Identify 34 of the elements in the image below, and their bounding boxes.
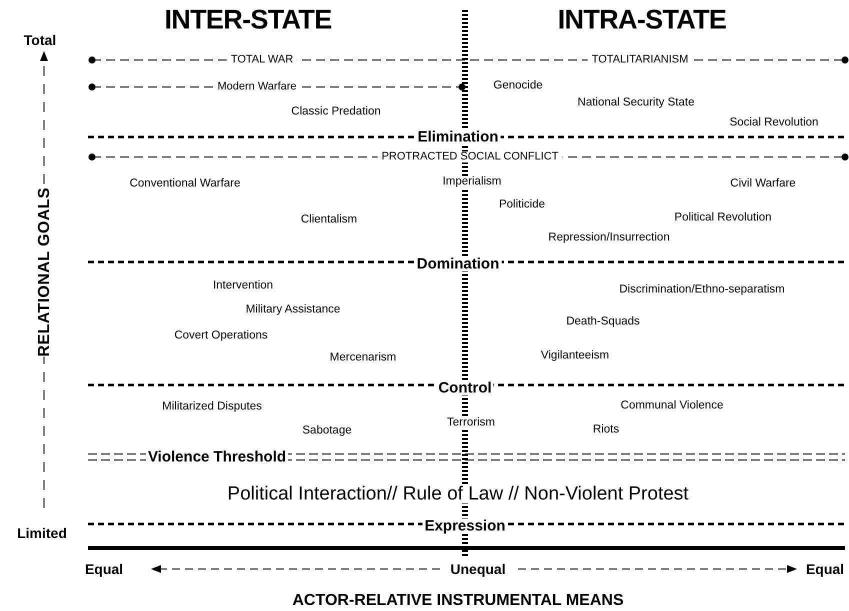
axis-end-label: Equal [84, 562, 124, 576]
category-label: Social Revolution [730, 117, 818, 129]
line-label: PROTRACTED SOCIAL CONFLICT [378, 152, 562, 162]
level-label: Control [436, 380, 494, 396]
category-label: Classic Predation [291, 106, 381, 118]
category-label: Communal Violence [620, 400, 724, 412]
category-label: Covert Operations [174, 330, 268, 342]
level-label: Domination [414, 256, 502, 272]
level-label: Violence Threshold [146, 450, 288, 464]
category-label: Riots [592, 424, 620, 436]
category-label: Clientalism [300, 214, 358, 226]
category-label: Terrorism [447, 417, 495, 429]
level-label: Elimination [416, 130, 500, 144]
category-label: Discrimination/Ethno-separatism [619, 284, 785, 296]
category-label: Militarized Disputes [162, 401, 262, 413]
axis-end-label: Total [24, 33, 56, 47]
category-label: Military Assistance [246, 304, 340, 316]
category-label: Sabotage [302, 425, 352, 437]
axis-end-label: Equal [806, 562, 844, 576]
level-label: Expression [422, 518, 508, 534]
category-label: Imperialism [442, 176, 502, 188]
category-label: Conventional Warfare [130, 178, 240, 190]
axis-end-label: Unequal [450, 562, 506, 576]
category-label: Death-Squads [566, 316, 640, 328]
category-label: Politicide [498, 199, 546, 211]
category-label: Civil Warfare [730, 178, 796, 190]
axis-end-label: Limited [17, 526, 67, 540]
category-label: Intervention [212, 280, 274, 292]
category-label: Political Revolution [674, 212, 772, 224]
category-label: Genocide [493, 80, 543, 92]
category-label: National Security State [578, 97, 694, 109]
category-label: Vigilanteeism [540, 350, 610, 362]
category-label: Repression/Insurrection [548, 232, 670, 244]
category-label: Mercenarism [330, 352, 396, 364]
